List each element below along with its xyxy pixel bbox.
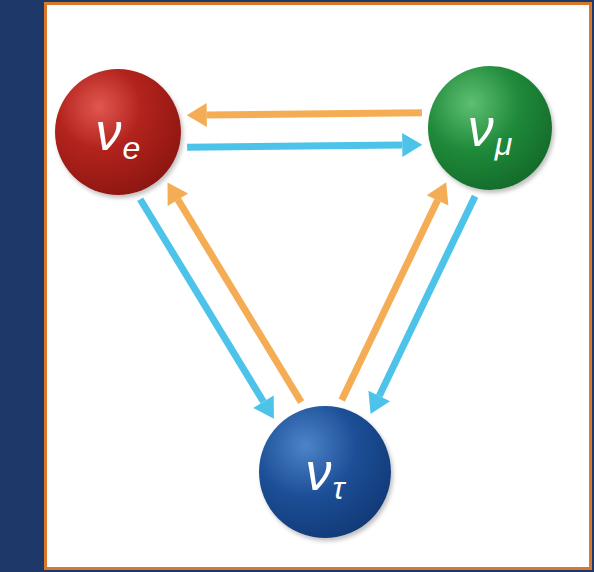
neutrino-symbol: ν	[468, 102, 494, 154]
arrow-shaft	[140, 199, 263, 402]
arrow-head	[253, 395, 274, 418]
neutrino-circle: νe	[55, 69, 181, 195]
arrow-shaft	[178, 200, 301, 403]
arrow-shaft	[187, 145, 402, 147]
oscillation-arrow	[168, 183, 302, 403]
oscillation-arrow	[187, 133, 422, 157]
oscillation-arrow	[368, 196, 475, 414]
neutrino-symbol: ν	[306, 446, 332, 498]
neutrino-circle: νμ	[428, 66, 552, 190]
side-band	[0, 0, 46, 572]
symbol-row: νμ	[468, 102, 513, 154]
arrow-head	[402, 133, 422, 157]
arrow-shaft	[379, 196, 475, 396]
oscillation-arrow	[140, 199, 274, 419]
arrow-head	[168, 183, 189, 206]
flavor-subscript: τ	[333, 472, 345, 504]
neutrino-symbol: ν	[96, 106, 122, 158]
flavor-subscript: e	[123, 132, 141, 164]
arrow-head	[427, 182, 449, 205]
neutrino-circle: ντ	[259, 406, 391, 538]
arrow-shaft	[207, 113, 422, 115]
symbol-row: ντ	[306, 446, 345, 498]
symbol-row: νe	[96, 106, 141, 158]
arrow-head	[368, 391, 390, 414]
oscillation-arrow	[187, 103, 422, 127]
flavor-subscript: μ	[495, 128, 513, 160]
arrow-head	[187, 103, 207, 127]
